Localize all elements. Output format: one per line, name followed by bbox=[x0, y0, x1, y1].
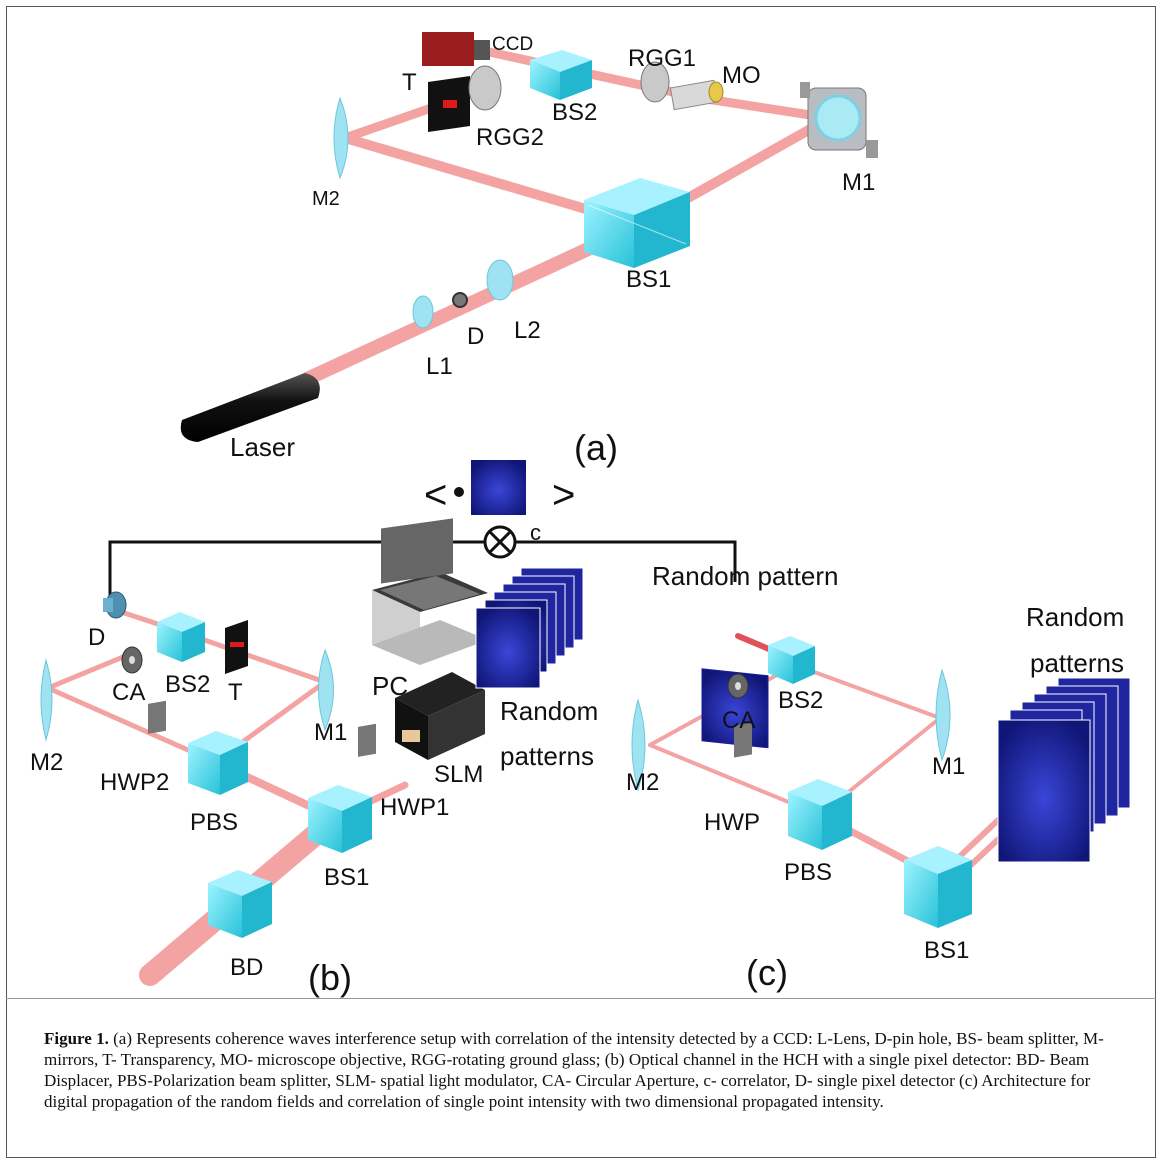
label-c-random: Random bbox=[1026, 602, 1124, 632]
beam-displacer-bd bbox=[208, 870, 272, 938]
correlator-left-bracket: < bbox=[424, 473, 447, 517]
mirror-m2 bbox=[333, 96, 349, 180]
label-a-d: D bbox=[467, 323, 484, 350]
correlator-pattern-thumb bbox=[471, 460, 526, 515]
circular-aperture-ca-c bbox=[727, 673, 749, 699]
label-b-m2: M2 bbox=[30, 749, 63, 776]
mirror-m1-c bbox=[935, 668, 951, 762]
single-pixel-detector-d bbox=[103, 591, 127, 619]
caption-divider bbox=[6, 998, 1156, 999]
optical-diagram: CCD RGG1 MO T BS2 RGG2 M2 M1 BS1 L2 D L1… bbox=[30, 32, 1131, 998]
mirror-m2-b bbox=[40, 658, 53, 742]
label-a-l1: L1 bbox=[426, 353, 453, 380]
beam-splitter-bs1-b bbox=[308, 785, 372, 853]
lens-l2 bbox=[486, 259, 514, 301]
label-b-pbs: PBS bbox=[190, 809, 238, 836]
label-b-bs1: BS1 bbox=[324, 864, 369, 891]
beam-splitter-bs2-b bbox=[157, 612, 205, 662]
hwp2 bbox=[148, 700, 166, 734]
correlator-wire bbox=[108, 540, 486, 598]
microscope-objective bbox=[669, 79, 724, 111]
label-a-rgg1: RGG1 bbox=[628, 45, 696, 72]
label-a-laser: Laser bbox=[230, 432, 295, 462]
label-c-patterns: patterns bbox=[1030, 648, 1124, 678]
panel-label-c: (c) bbox=[746, 952, 788, 993]
figure-caption: Figure 1. (a) Represents coherence waves… bbox=[44, 1028, 1134, 1112]
label-c-m2: M2 bbox=[626, 769, 659, 796]
label-a-ccd: CCD bbox=[492, 34, 533, 55]
pinhole-d bbox=[452, 292, 468, 308]
ccd-camera bbox=[422, 32, 490, 66]
panel-label-b: (b) bbox=[308, 957, 352, 998]
label-b-t: T bbox=[228, 679, 243, 706]
label-c-pbs: PBS bbox=[784, 859, 832, 886]
label-b-bs2: BS2 bbox=[165, 671, 210, 698]
label-b-hwp1: HWP1 bbox=[380, 794, 449, 821]
beam-splitter-bs1 bbox=[584, 178, 690, 268]
transparency-t-b bbox=[225, 620, 248, 674]
figure-frame bbox=[6, 6, 1156, 1158]
pbs-b bbox=[188, 731, 248, 795]
mirror-m2-c bbox=[631, 698, 646, 792]
hwp1 bbox=[358, 723, 376, 757]
correlator-label-c: c bbox=[530, 520, 541, 545]
label-a-m2: M2 bbox=[312, 188, 340, 210]
label-a-bs1: BS1 bbox=[626, 266, 671, 293]
hwp-c bbox=[734, 722, 752, 758]
mirror-m1-mount bbox=[800, 82, 878, 158]
panel-a: CCD RGG1 MO T BS2 RGG2 M2 M1 BS1 L2 D L1… bbox=[180, 32, 878, 468]
pbs-c bbox=[788, 779, 852, 850]
circular-aperture-ca-b bbox=[121, 646, 143, 674]
rgg2-disk bbox=[468, 65, 502, 111]
label-c-bs2: BS2 bbox=[778, 687, 823, 714]
caption-label: Figure 1. bbox=[44, 1029, 109, 1048]
correlator: < > c bbox=[108, 460, 737, 598]
beam-splitter-bs2 bbox=[530, 50, 592, 100]
panel-label-a: (a) bbox=[574, 427, 618, 468]
lens-l1 bbox=[412, 295, 434, 329]
pc-laptop bbox=[372, 518, 488, 665]
label-a-rgg2: RGG2 bbox=[476, 124, 544, 151]
panel-a-beams bbox=[233, 45, 835, 417]
label-a-mo: MO bbox=[722, 62, 761, 89]
label-a-t: T bbox=[402, 69, 417, 96]
correlator-dot bbox=[454, 487, 464, 497]
label-c-m1: M1 bbox=[932, 753, 965, 780]
beam-splitter-bs2-c bbox=[768, 636, 815, 684]
label-b-hwp2: HWP2 bbox=[100, 769, 169, 796]
label-b-m1: M1 bbox=[314, 719, 347, 746]
random-patterns-stack-c bbox=[997, 677, 1131, 863]
label-b-random: Random bbox=[500, 696, 598, 726]
label-c-bs1: BS1 bbox=[924, 937, 969, 964]
random-patterns-stack-b bbox=[475, 567, 584, 689]
rgg1-disk bbox=[640, 61, 670, 103]
correlator-right-bracket: > bbox=[552, 473, 575, 517]
mirror-m1-b bbox=[318, 648, 334, 732]
panel-c: Random pattern Random patterns BS2 CA M1… bbox=[626, 561, 1131, 993]
label-b-bd: BD bbox=[230, 954, 263, 981]
slm-device bbox=[395, 672, 485, 760]
label-b-d: D bbox=[88, 624, 105, 651]
laser bbox=[180, 373, 320, 442]
label-a-m1: M1 bbox=[842, 169, 875, 196]
panel-b: D CA BS2 T M2 M1 PC Random patterns HWP2… bbox=[30, 518, 598, 998]
label-b-patterns: patterns bbox=[500, 741, 594, 771]
transparency-t bbox=[428, 76, 470, 132]
label-c-random-pattern: Random pattern bbox=[652, 561, 838, 591]
label-a-l2: L2 bbox=[514, 317, 541, 344]
label-c-hwp: HWP bbox=[704, 809, 760, 836]
label-c-ca: CA bbox=[722, 707, 755, 734]
caption-text: (a) Represents coherence waves interfere… bbox=[44, 1029, 1104, 1111]
label-b-pc: PC bbox=[372, 671, 408, 701]
label-a-bs2: BS2 bbox=[552, 99, 597, 126]
beam-splitter-bs1-c bbox=[904, 846, 972, 928]
label-b-slm: SLM bbox=[434, 761, 483, 788]
label-b-ca: CA bbox=[112, 679, 145, 706]
